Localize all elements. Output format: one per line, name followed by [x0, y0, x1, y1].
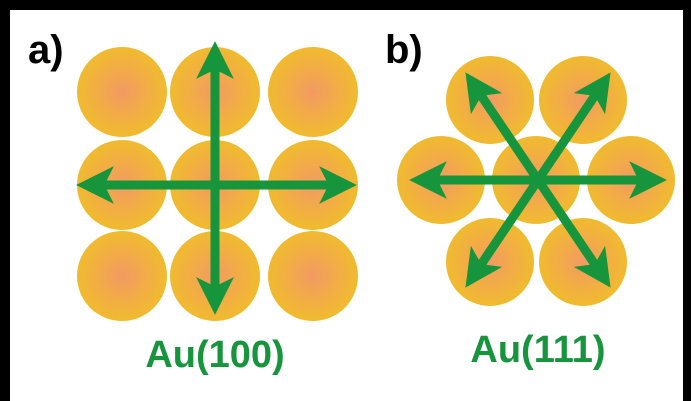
panel-b-caption: Au(111) [470, 329, 606, 371]
au100-direction-arrows [76, 41, 357, 315]
atom [268, 47, 358, 137]
panel-b-label: b) [385, 28, 423, 72]
atom [446, 218, 534, 306]
au111-direction-arrows [409, 72, 667, 288]
atom [446, 56, 534, 144]
atom [539, 56, 627, 144]
panel-a-label: a) [28, 28, 64, 72]
atom [539, 218, 627, 306]
atom [77, 47, 167, 137]
diagonal-arrow [465, 72, 611, 288]
panel-a-caption: Au(100) [145, 334, 285, 376]
atom [268, 231, 358, 321]
atom [77, 231, 167, 321]
